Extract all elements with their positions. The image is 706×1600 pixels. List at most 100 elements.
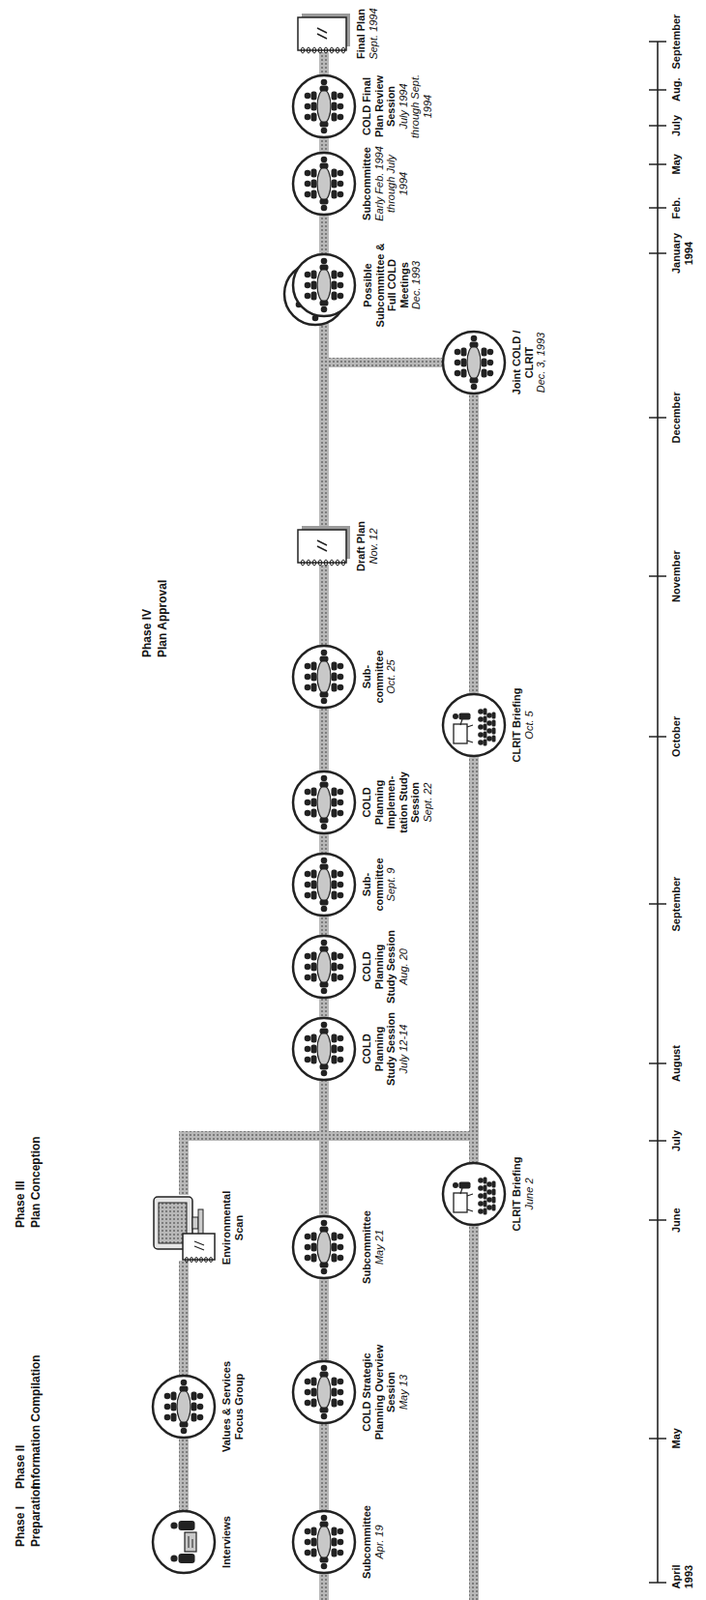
person-head [197,1393,205,1401]
timeline-connector [319,215,329,254]
person-head [304,180,312,188]
person-body [320,199,329,206]
person-head [170,1555,177,1562]
person-body [331,179,338,189]
person-body [311,1233,318,1242]
person-head [321,127,328,135]
person-head [304,282,312,290]
person-body [331,190,338,200]
audience-head [486,1189,493,1196]
person-body [320,1558,329,1564]
pointer [460,1188,463,1195]
binder-ring [318,559,322,566]
person-body [331,1399,338,1409]
timeline-connector [178,1439,189,1511]
table [317,1376,331,1410]
audience-body [483,1208,488,1216]
month-label: July [670,1130,683,1152]
person-body [331,963,338,972]
person-body [331,102,338,112]
timeline-connector [319,1424,329,1511]
node-heading: Sub- committee [360,846,385,924]
node-outline [290,1358,358,1427]
person-body [331,683,338,693]
person-head [304,1539,312,1547]
audience-head [486,720,493,727]
node-outline [290,1213,358,1282]
node-icon [290,643,358,711]
person-body [320,864,329,871]
audience-body [492,735,497,743]
table [317,1032,331,1066]
timeline-stub [319,1572,329,1600]
person-body [191,1413,198,1423]
table [317,868,331,902]
person-body [311,1549,318,1559]
person-body [311,102,318,112]
node-outline [440,328,508,397]
person-head [454,349,462,356]
presenter-head [452,713,459,720]
meeting-circle [293,1018,355,1081]
person-head [304,892,312,900]
person-head [337,871,345,879]
double-meeting-node: Possible Subcommittee & Full COLD Meetin… [281,240,423,330]
person-head [337,789,345,796]
binder-ring [306,559,310,566]
person-head [304,1234,312,1241]
person-head [304,1379,312,1386]
person-body [331,169,338,178]
binder-mark [317,540,327,552]
person-head [304,293,312,300]
person-body [331,809,338,819]
node-outline [295,11,353,57]
person-body [311,952,318,962]
person-body [179,1422,189,1429]
person-head [337,1400,345,1408]
audience-body [492,712,497,720]
meeting-node: Values & Services Focus Group [149,1360,245,1454]
audience-head [477,1193,484,1200]
person-head [321,698,328,706]
node-date: Apr. 19 [373,1501,386,1584]
node-icon [290,1358,358,1427]
person-body [320,656,329,663]
person-body [311,113,318,122]
person-body [481,358,488,368]
phase-label: Plan Approval [155,580,170,658]
person-body [320,1522,329,1529]
person-body [320,1372,329,1379]
person-head [321,988,328,996]
person-head [304,1035,312,1043]
person-head [164,1414,172,1422]
binder-ring [329,47,333,54]
node-heading: Joint COLD / CLRIT [510,318,535,408]
node-heading: Draft Plan [354,512,368,581]
binder-ring [323,559,327,566]
person-head [304,1400,312,1408]
person-body [331,1034,338,1044]
plan-document-node: Final PlanSept. 1994 [295,5,380,62]
person-head [337,1255,345,1263]
presentation-board [453,724,468,744]
timeline-connector [178,1261,189,1376]
person-body [311,1399,318,1409]
person-body [320,1227,329,1234]
node-icon [149,1508,218,1577]
timeline-connector [469,757,479,1163]
person-body [320,818,329,824]
person-body [311,179,318,189]
person-body [331,281,338,291]
person-body [320,900,329,907]
person-body [331,1528,338,1537]
person-head [304,92,312,100]
audience-head [486,728,493,735]
person-body [311,963,318,972]
binder-mark [317,28,327,39]
month-label: September [670,14,683,70]
person-head [337,1234,345,1241]
meeting-node: Sub- committeeOct. 25 [290,638,398,716]
person-head [304,1529,312,1536]
person-head [337,103,345,111]
audience-head [486,1197,493,1204]
